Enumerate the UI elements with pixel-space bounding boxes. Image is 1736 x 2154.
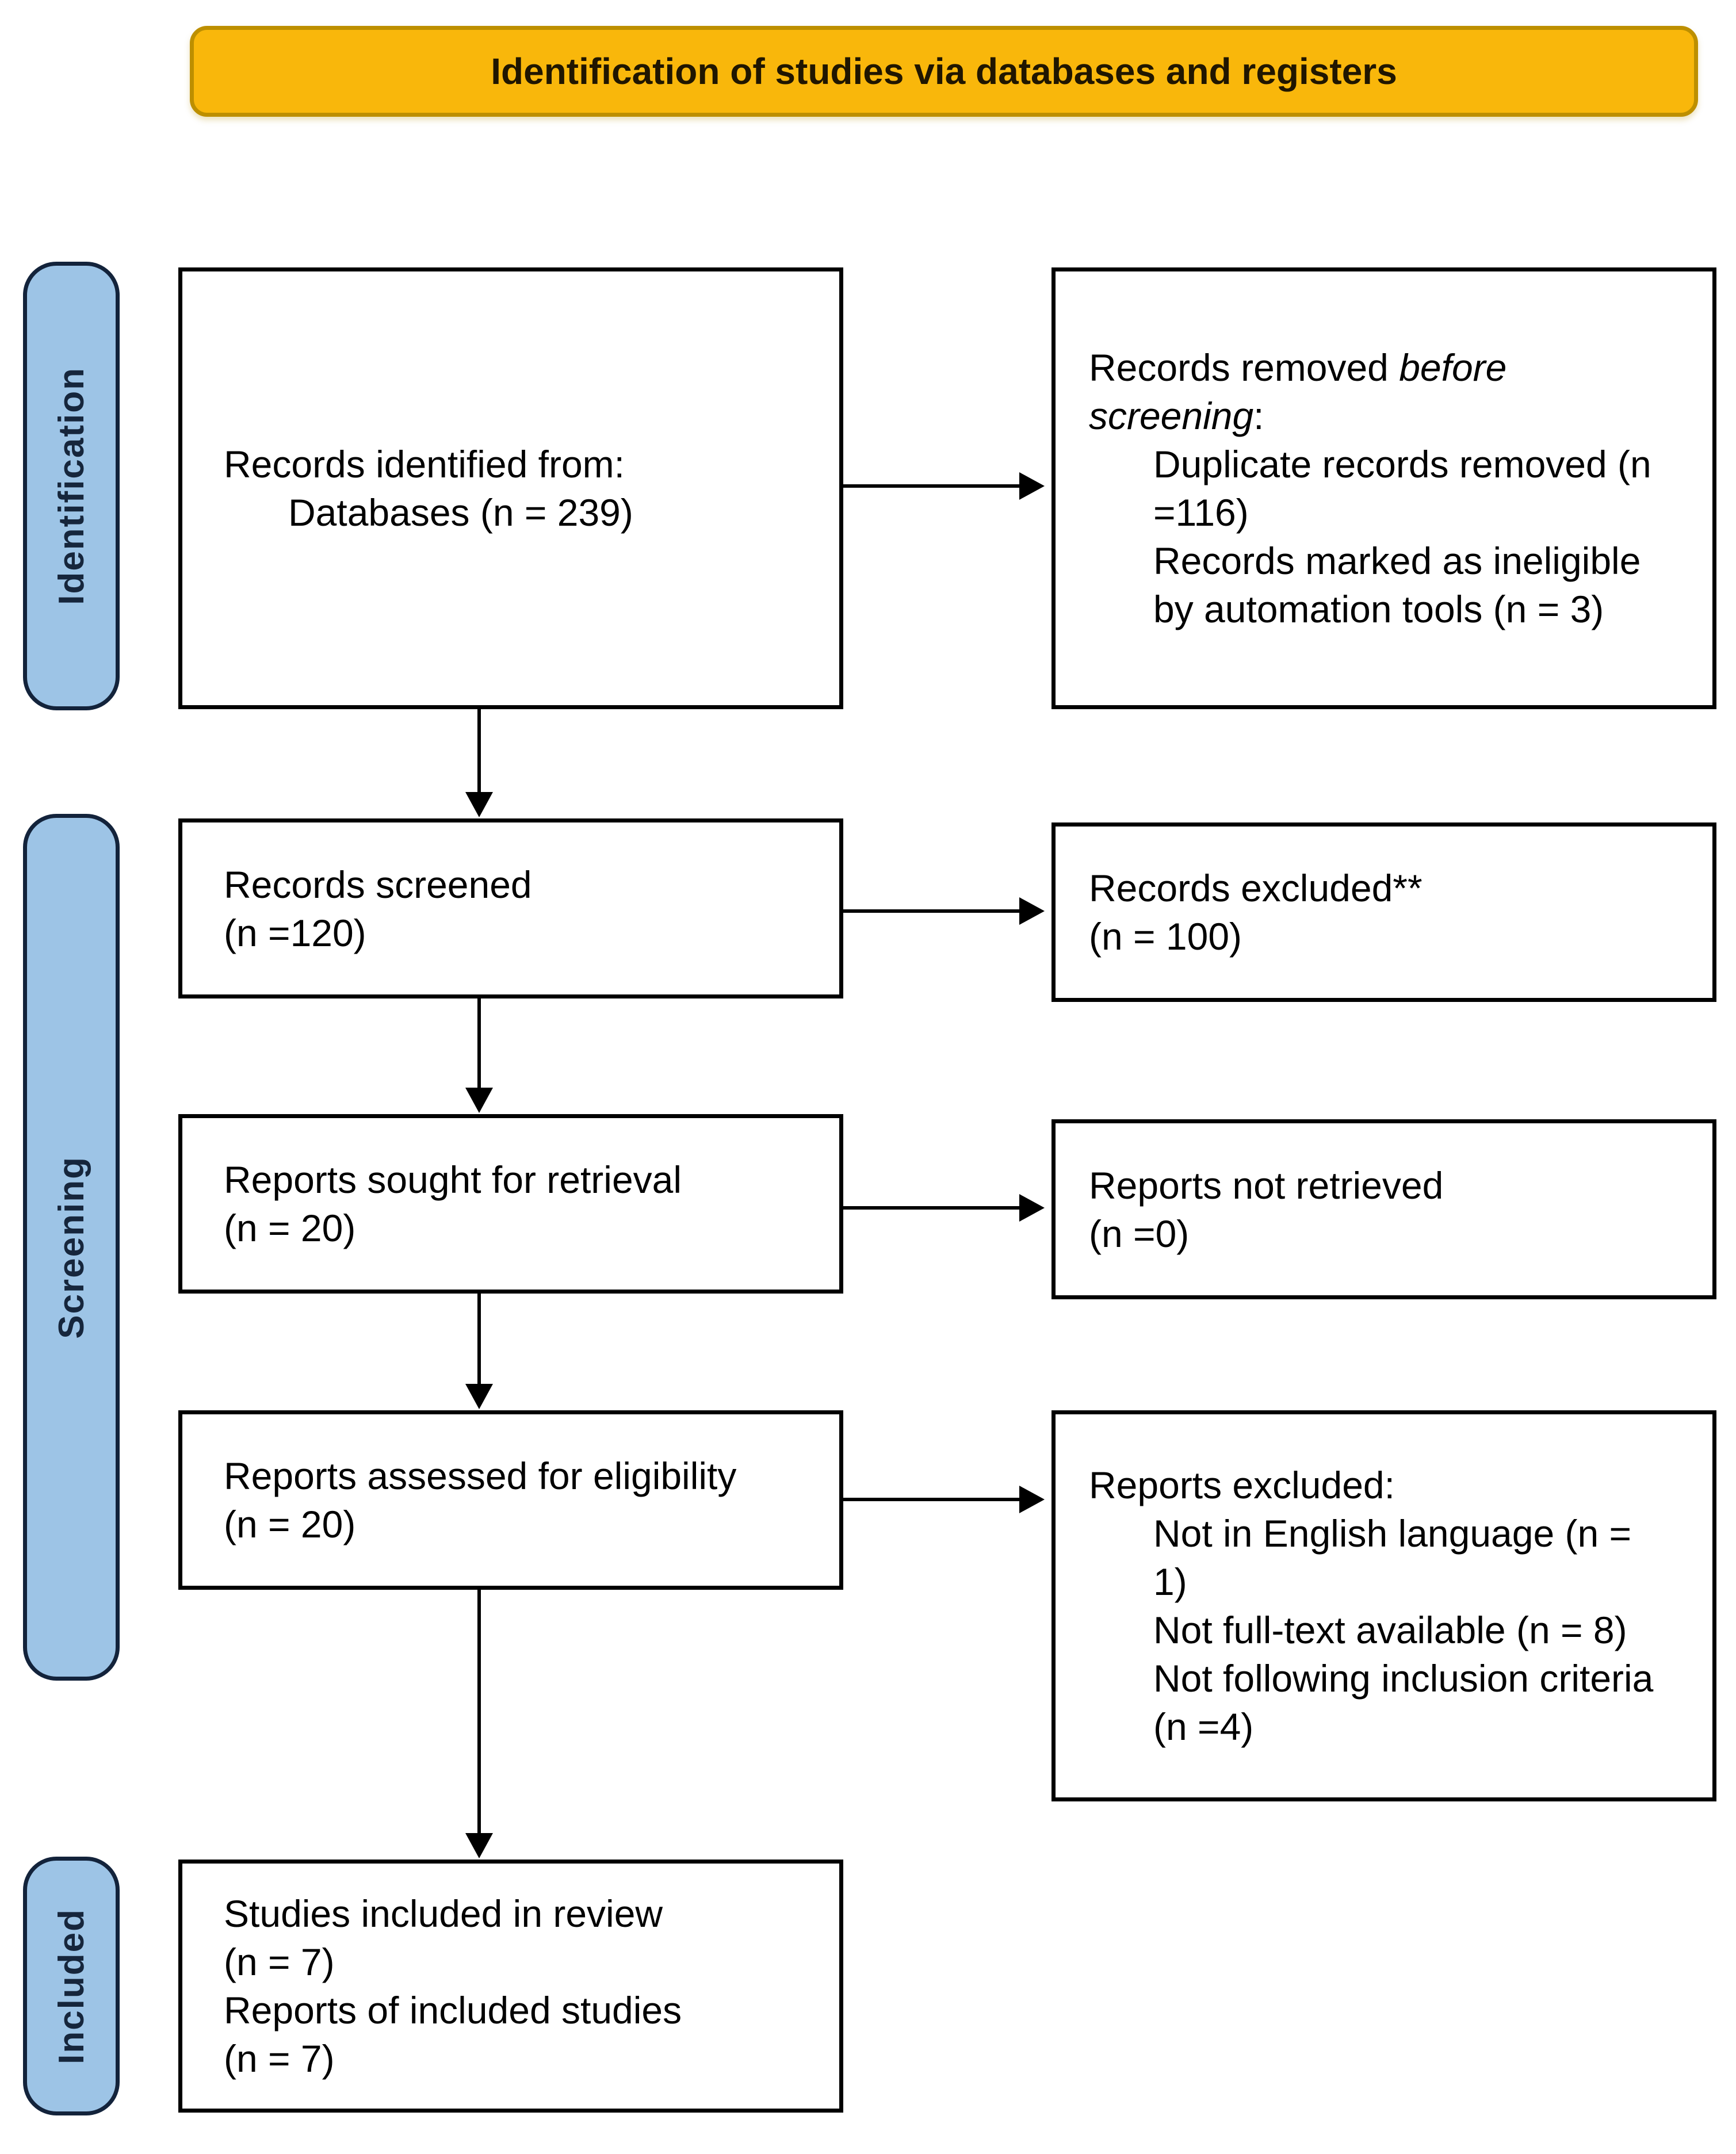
box-text-line: Reports excluded: <box>1089 1464 1395 1506</box>
arrow-line <box>477 709 481 793</box>
arrow-head-down <box>465 1384 493 1409</box>
arrow-head-down <box>465 792 493 817</box>
box-reports-assessed-for-eligibility: Reports assessed for eligibility (n = 20) <box>178 1410 843 1590</box>
stage-label-screening: Screening <box>23 814 120 1681</box>
box-reports-sought-for-retrieval: Reports sought for retrieval (n = 20) <box>178 1114 843 1294</box>
box-text-line: Reports sought for retrieval <box>224 1158 682 1201</box>
box-text-line: Records identified from: <box>224 443 625 485</box>
stage-label-included: Included <box>23 1857 120 2115</box>
stage-label-identification-text: Identification <box>51 367 91 605</box>
box-records-identified: Records identified from: Databases (n = 2… <box>178 267 843 709</box>
box-reports-not-retrieved: Reports not retrieved (n =0) <box>1051 1119 1716 1299</box>
arrow-head-right <box>1019 472 1045 500</box>
box-text-line: 1) <box>1153 1560 1187 1603</box>
arrow-line <box>843 1206 1020 1210</box>
arrow-head-down <box>465 1088 493 1113</box>
box-text-line: Not in English language (n = <box>1153 1512 1632 1555</box>
box-text-line: Records removed before <box>1089 346 1507 389</box>
arrow-assessed-to-included <box>465 1590 493 1858</box>
box-text-line: Databases (n = 239) <box>288 491 633 534</box>
arrow-line <box>843 909 1020 913</box>
box-text-line: Duplicate records removed (n <box>1153 443 1651 485</box>
box-records-removed-before-screening: Records removed before screening: Duplicat… <box>1051 267 1716 709</box>
box-text-line: Reports assessed for eligibility <box>224 1455 737 1497</box>
arrow-head-right <box>1019 1486 1045 1513</box>
banner: Identification of studies via databases … <box>190 26 1698 117</box>
box-text-line: by automation tools (n = 3) <box>1153 588 1604 630</box>
box-text-line: screening: <box>1089 395 1264 437</box>
box-text-line: Not following inclusion criteria <box>1153 1657 1654 1700</box>
box-studies-included-in-review: Studies included in review (n = 7) Reports… <box>178 1860 843 2113</box>
box-text-line: Not full-text available (n = 8) <box>1153 1609 1627 1651</box>
box-text-line: (n =120) <box>224 911 366 954</box>
arrow-identified-to-screened <box>465 709 493 817</box>
arrow-line <box>843 484 1020 488</box>
box-text-line: Records screened <box>224 863 532 906</box>
box-text-line: (n =4) <box>1153 1705 1254 1748</box>
box-text-line: Studies included in review <box>224 1892 663 1935</box>
arrow-sought-to-assessed <box>465 1294 493 1409</box>
stage-label-screening-text: Screening <box>51 1156 91 1339</box>
box-text-line: Records marked as ineligible <box>1153 540 1641 582</box>
stage-label-included-text: Included <box>51 1908 91 2064</box>
arrow-sought-to-not-retrieved <box>843 1194 1045 1222</box>
stage-label-identification: Identification <box>23 262 120 710</box>
arrow-head-down <box>465 1833 493 1858</box>
box-text-line: Reports of included studies <box>224 1989 682 2031</box>
arrow-head-right <box>1019 1194 1045 1222</box>
box-records-excluded: Records excluded** (n = 100) <box>1051 822 1716 1002</box>
box-text-line: =116) <box>1153 491 1249 534</box>
arrow-line <box>477 1590 481 1834</box>
arrow-line <box>477 1294 481 1385</box>
arrow-line <box>843 1498 1020 1501</box>
arrow-screened-to-excluded <box>843 897 1045 925</box>
box-text-line: (n = 100) <box>1089 915 1242 958</box>
arrow-head-right <box>1019 897 1045 925</box>
arrow-line <box>477 998 481 1089</box>
arrow-identified-to-removed <box>843 472 1045 500</box>
box-text-line: (n = 7) <box>224 2037 335 2080</box>
box-text-line: (n = 7) <box>224 1941 335 1983</box>
box-text-line: Reports not retrieved <box>1089 1164 1444 1207</box>
box-text-line: (n = 20) <box>224 1503 356 1545</box>
arrow-assessed-to-reports-excluded <box>843 1486 1045 1513</box>
box-text-line: (n =0) <box>1089 1212 1190 1255</box>
box-records-screened: Records screened (n =120) <box>178 818 843 998</box>
arrow-screened-to-sought <box>465 998 493 1113</box>
box-reports-excluded: Reports excluded: Not in English language… <box>1051 1410 1716 1801</box>
banner-label: Identification of studies via databases … <box>491 51 1397 92</box>
box-text-line: Records excluded** <box>1089 867 1423 909</box>
box-text-line: (n = 20) <box>224 1207 356 1249</box>
